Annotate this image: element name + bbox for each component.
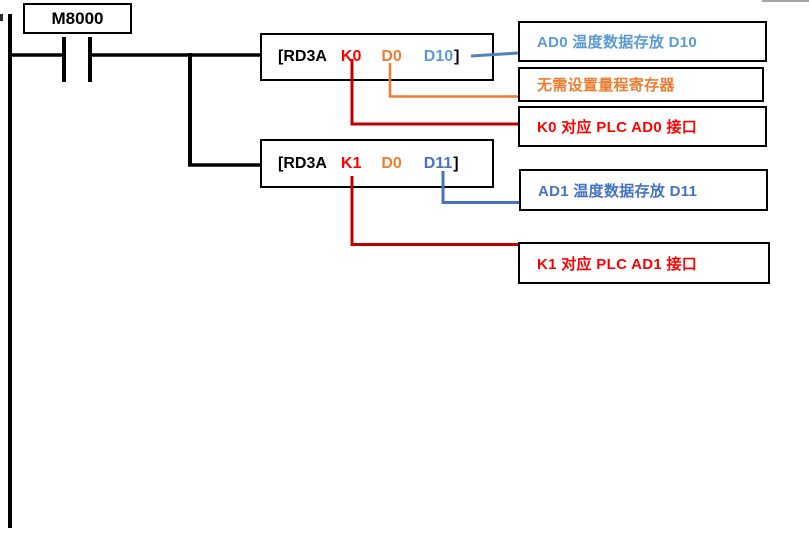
annotation-text: AD1 温度数据存放 D11 — [538, 182, 698, 200]
bracket-close: ] — [453, 154, 459, 172]
annotation-ad1-storage: AD1 温度数据存放 D11 — [519, 169, 768, 211]
annotation-text: 无需设置量程寄存器 — [537, 77, 675, 94]
operand-d0: D0 — [381, 48, 402, 65]
contact-label: M8000 — [51, 8, 104, 28]
operand-d10: D10 — [423, 48, 454, 65]
operand-k0: K0 — [340, 48, 362, 65]
operand-d0: D0 — [381, 154, 402, 172]
opcode-label: [RD3A — [278, 154, 327, 172]
instruction-block-rd3a-ad1: [RD3A K1 D0 D11 ] — [260, 139, 494, 188]
annotation-range-register: 无需设置量程寄存器 — [518, 67, 764, 102]
annotation-k1-port: K1 对应 PLC AD1 接口 — [518, 242, 770, 284]
bracket-close: ] — [454, 48, 460, 65]
annotation-text: K1 对应 PLC AD1 接口 — [537, 255, 698, 273]
window-border-fragment — [762, 0, 809, 2]
annotation-k0-port: K0 对应 PLC AD0 接口 — [518, 106, 767, 147]
stray-mark — [0, 14, 3, 21]
annotation-text: AD0 温度数据存放 D10 — [537, 34, 698, 51]
contact-label-box: M8000 — [23, 3, 132, 34]
annotation-text: K0 对应 PLC AD0 接口 — [537, 119, 698, 136]
instruction-block-rd3a-ad0: [RD3A K0 D0 D10 ] — [260, 33, 494, 81]
annotation-ad0-storage: AD0 温度数据存放 D10 — [518, 21, 767, 62]
opcode-label: [RD3A — [278, 48, 327, 65]
operand-d11: D11 — [423, 154, 453, 172]
operand-k1: K1 — [340, 154, 362, 172]
